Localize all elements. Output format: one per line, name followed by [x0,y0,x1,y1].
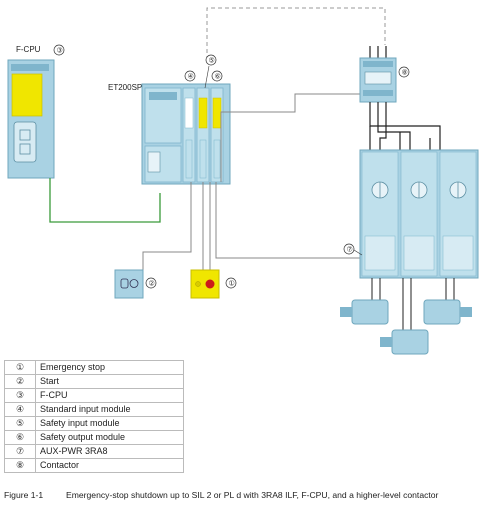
dashed-feedback-line [206,7,386,60]
figure-number: Figure 1-1 [4,490,44,500]
power-supply-lines [369,46,387,58]
legend-number: ③ [4,388,36,403]
fcpu-callout: ③ [57,47,63,55]
contactor [359,57,397,103]
motor-starter-row [359,149,479,279]
aux-pwr-callout: ⑦ [347,246,353,254]
fcpu-label: F-CPU [16,45,41,54]
legend-text: AUX-PWR 3RA8 [35,444,184,459]
standard-input-module [182,87,196,183]
safety-output-callout: ⑥ [215,73,221,81]
profinet-cable [49,178,161,223]
motor-1 [340,299,389,325]
figure-caption: Figure 1-1 Emergency-stop shutdown up to … [4,490,496,500]
motor-2 [380,329,429,355]
et200sp-label: ET200SP [108,83,142,92]
emergency-stop-callout: ① [229,280,235,288]
motor-3 [423,299,472,325]
safety-input-callout: ⑤ [209,57,215,65]
main-power-busbar [369,102,441,150]
legend-text: Safety input module [35,416,184,431]
fcpu-module [7,59,55,179]
legend-text: Standard input module [35,402,184,417]
figure-caption-text: Emergency-stop shutdown up to SIL 2 or P… [66,490,439,500]
legend-number: ⑦ [4,444,36,459]
et200sp-terminals [185,139,221,179]
emergency-stop-button [190,269,220,299]
legend-text: Start [35,374,184,389]
contactor-callout: ⑧ [402,69,408,77]
legend-number: ① [4,360,36,375]
legend-number: ④ [4,402,36,417]
wiring-diagram: F-CPU ③ ET200SP ④ ⑤ ⑥ [7,7,479,355]
legend-text: Safety output module [35,430,184,445]
motor-leads [371,278,455,330]
legend-number: ⑧ [4,458,36,473]
legend-number: ⑥ [4,430,36,445]
safety-input-module [196,87,210,183]
legend-text: Contactor [35,458,184,473]
start-callout: ② [149,280,155,288]
start-button [114,269,144,299]
standard-input-callout: ④ [188,73,194,81]
legend-number: ② [4,374,36,389]
io-wires [142,93,360,272]
legend-number: ⑤ [4,416,36,431]
legend-text: Emergency stop [35,360,184,375]
legend-text: F-CPU [35,388,184,403]
